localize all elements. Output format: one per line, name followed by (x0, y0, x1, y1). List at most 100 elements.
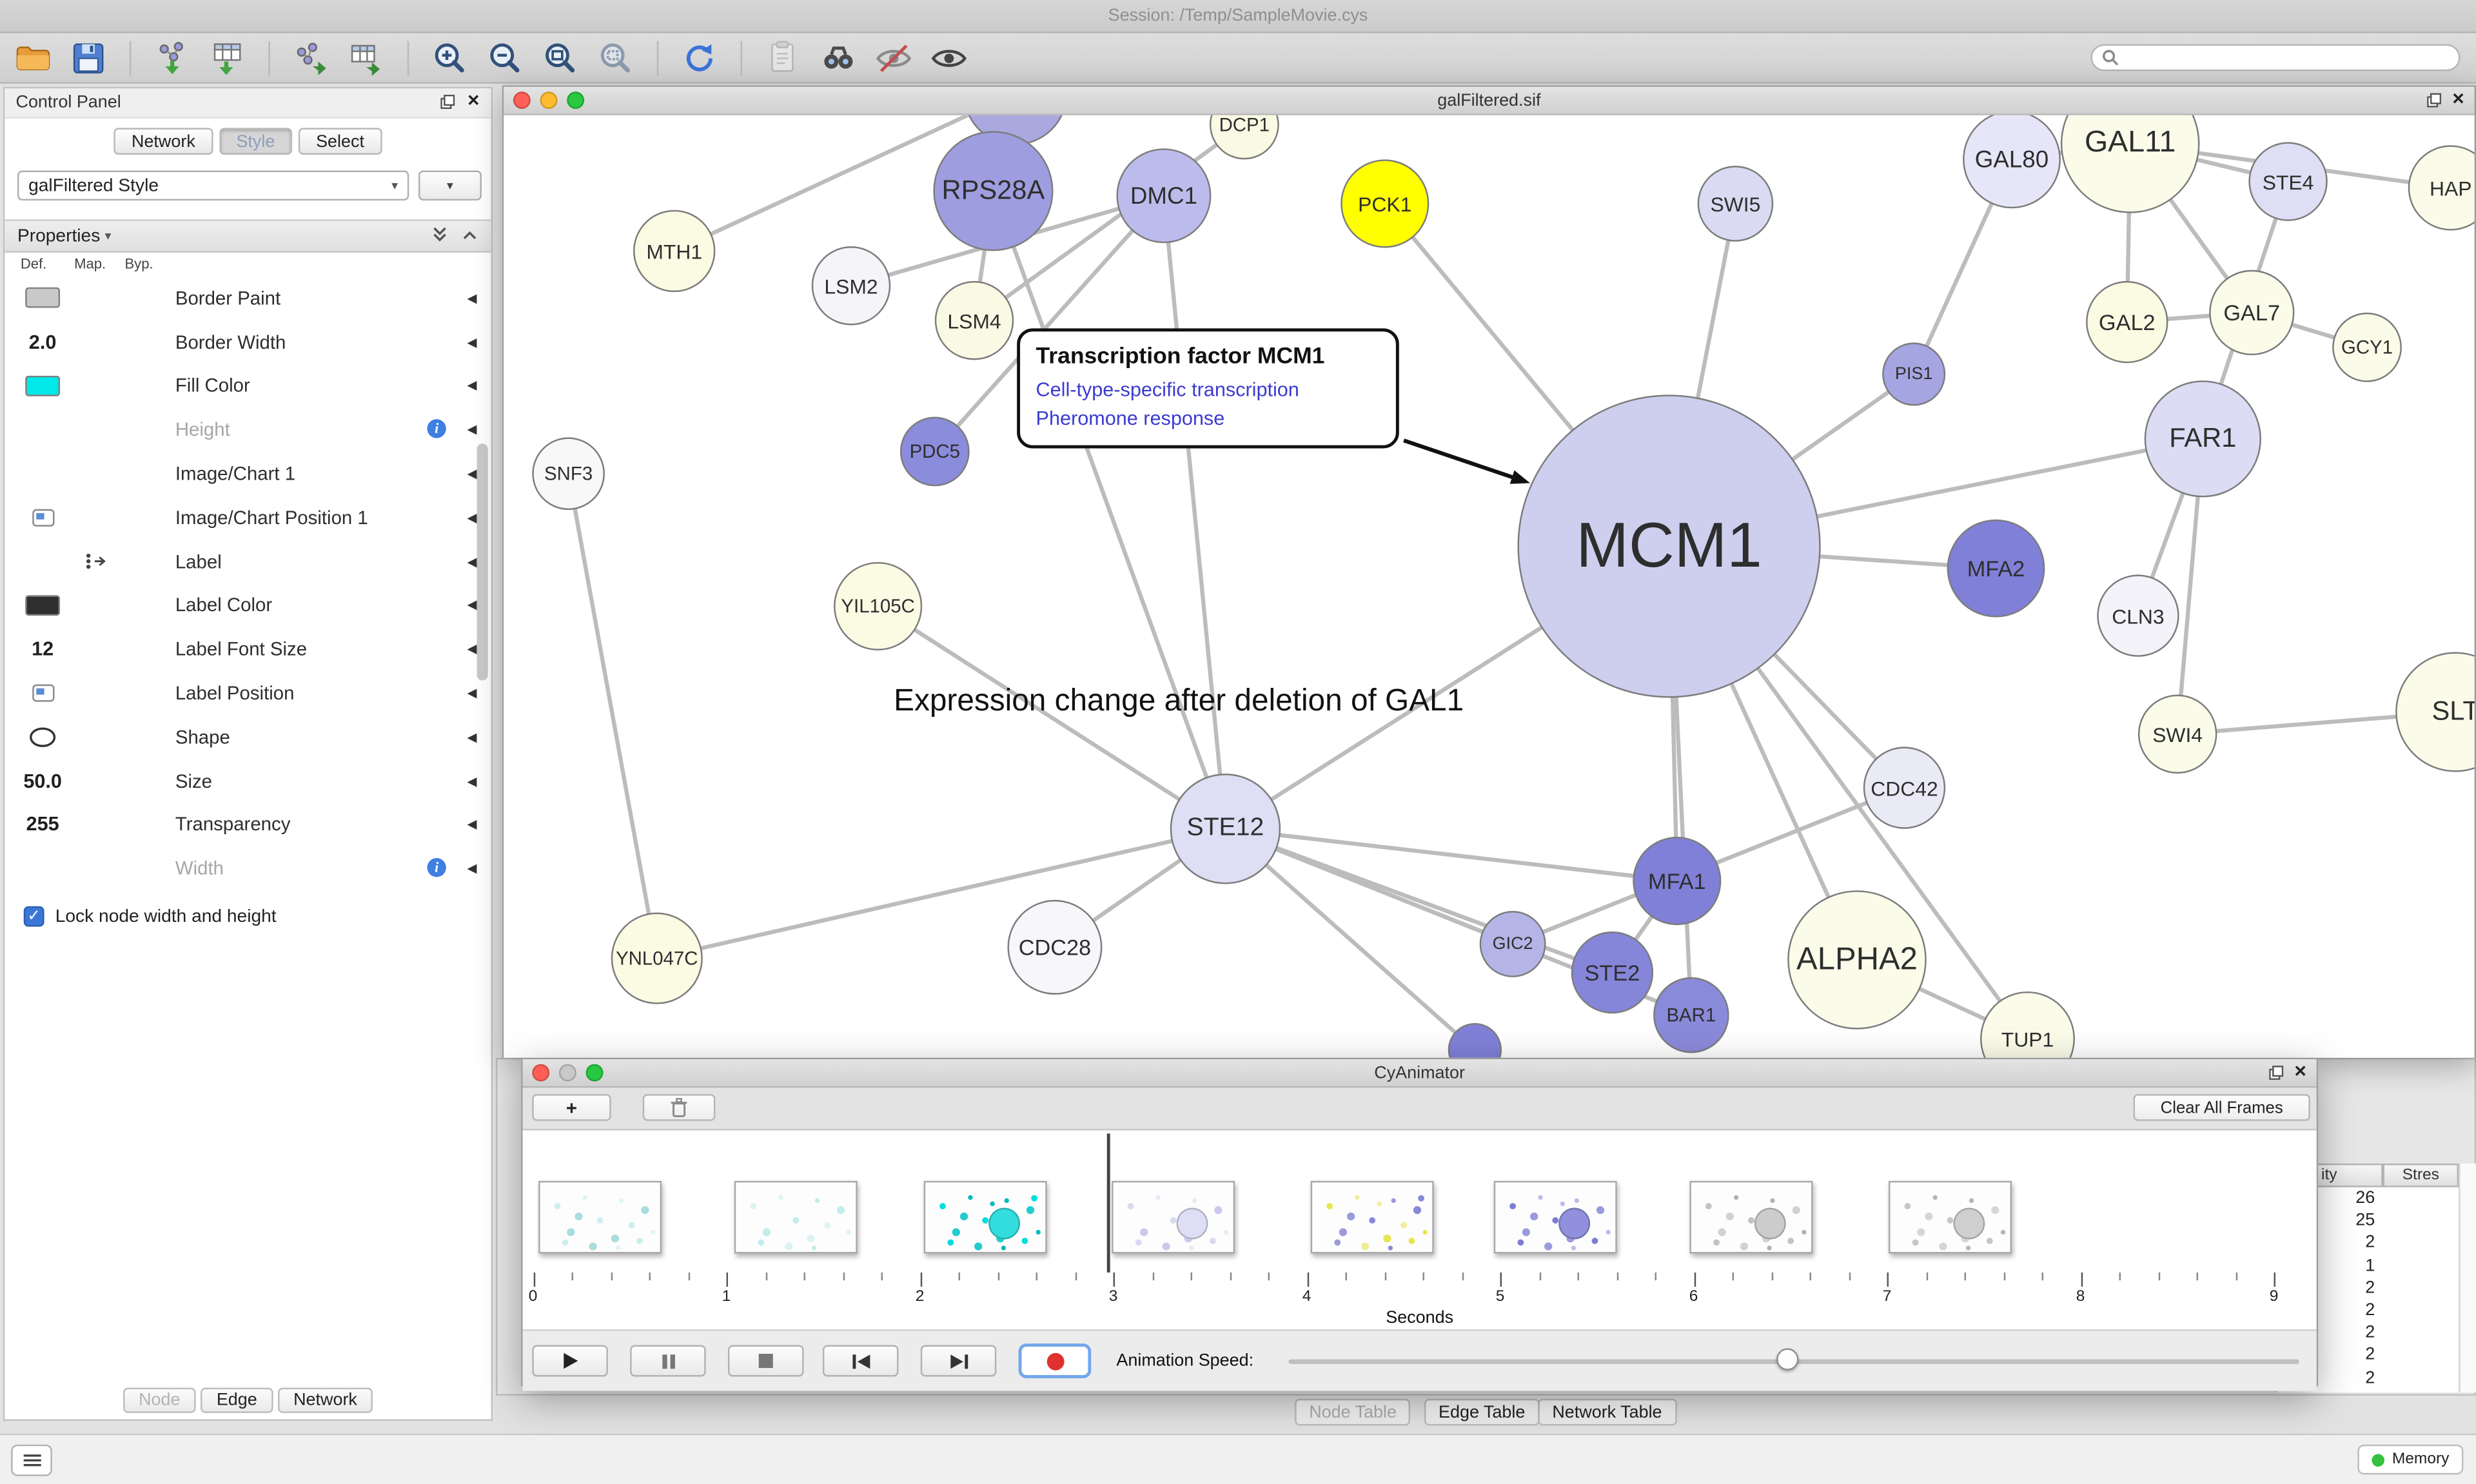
search-input[interactable] (2119, 46, 2459, 70)
mapping-cell[interactable] (71, 715, 121, 759)
table-row[interactable]: 2 (2365, 1233, 2375, 1253)
mapping-cell[interactable] (71, 671, 121, 715)
property-row-image-chart-position-1[interactable]: Image/Chart Position 1◀ (5, 496, 491, 540)
default-cell[interactable] (17, 847, 68, 891)
mapping-cell[interactable] (71, 759, 121, 803)
default-cell[interactable] (17, 364, 68, 408)
network-node-gic2[interactable]: GIC2 (1479, 911, 1546, 977)
network-node-gal2[interactable]: GAL2 (2086, 280, 2168, 364)
bypass-cell[interactable] (124, 320, 172, 364)
network-node-ste4[interactable]: STE4 (2248, 142, 2328, 221)
network-node-hap[interactable]: HAP (2408, 145, 2475, 231)
network-node-pck1[interactable]: PCK1 (1341, 159, 1430, 248)
property-row-image-chart-1[interactable]: Image/Chart 1◀ (5, 452, 491, 496)
network-node-pdc5[interactable]: PDC5 (899, 416, 970, 487)
network-node-dmc1[interactable]: DMC1 (1116, 148, 1212, 244)
play-button[interactable] (532, 1345, 608, 1377)
maximize-window-button[interactable] (567, 92, 585, 109)
network-node-gal80[interactable]: GAL80 (1963, 115, 2061, 209)
find-icon[interactable] (818, 37, 860, 79)
tab-select[interactable]: Select (299, 128, 382, 155)
default-cell[interactable] (17, 496, 68, 540)
network-node-slt[interactable]: SLT (2395, 652, 2475, 772)
network-edge-yil105c-ste12[interactable] (876, 604, 1227, 831)
first-frame-button[interactable] (822, 1345, 899, 1377)
import-network-icon[interactable] (152, 37, 193, 79)
bypass-cell[interactable] (124, 452, 172, 496)
bypass-cell[interactable] (124, 540, 172, 583)
cyanimator-titlebar[interactable]: CyAnimator ✕ (522, 1059, 2317, 1088)
expand-row-arrow[interactable]: ◀ (467, 554, 477, 569)
network-node-far1[interactable]: FAR1 (2144, 380, 2261, 498)
network-node-gal11[interactable]: GAL11 (2060, 115, 2200, 213)
expand-row-arrow[interactable]: ◀ (467, 466, 477, 481)
bypass-cell[interactable] (124, 627, 172, 671)
tab-network-table[interactable]: Network Table (1538, 1398, 1676, 1426)
mapping-cell[interactable] (71, 452, 121, 496)
network-edge-dcp1-lsm4[interactable] (973, 122, 1246, 322)
default-cell[interactable] (17, 671, 68, 715)
close-view-icon[interactable]: ✕ (2294, 1063, 2307, 1081)
frame-thumbnail-2[interactable] (734, 1180, 858, 1254)
mapping-cell[interactable] (71, 364, 121, 408)
network-node-alpha2[interactable]: ALPHA2 (1787, 890, 1927, 1030)
mapping-cell[interactable] (71, 408, 121, 452)
bypass-cell[interactable] (124, 803, 172, 846)
property-row-label[interactable]: Label◀ (5, 540, 491, 583)
expand-all-icon[interactable] (431, 225, 449, 247)
tab-network[interactable]: Network (114, 128, 213, 155)
expand-row-arrow[interactable]: ◀ (467, 774, 477, 788)
mapping-cell[interactable] (71, 540, 121, 583)
close-view-icon[interactable]: ✕ (2451, 90, 2465, 108)
network-window-titlebar[interactable]: galFiltered.sif ✕ (504, 86, 2475, 115)
minimize-window-button[interactable] (540, 92, 558, 109)
network-node-cdc28[interactable]: CDC28 (1007, 899, 1103, 995)
expand-row-arrow[interactable]: ◀ (467, 642, 477, 657)
table-row[interactable]: 2 (2365, 1323, 2375, 1342)
clear-all-frames-button[interactable]: Clear All Frames (2133, 1094, 2310, 1121)
color-swatch[interactable] (25, 288, 61, 309)
table-row[interactable]: 2 (2365, 1300, 2375, 1320)
zoom-fit-icon[interactable] (540, 37, 582, 79)
expand-row-arrow[interactable]: ◀ (467, 686, 477, 701)
tab-edge-table[interactable]: Edge Table (1424, 1398, 1540, 1426)
annotation-box[interactable]: Transcription factor MCM1 Cell-type-spec… (1017, 328, 1399, 449)
network-edge-snf3-ynl047c[interactable] (566, 473, 659, 959)
color-swatch[interactable] (25, 595, 61, 616)
delete-frame-button[interactable] (642, 1094, 716, 1121)
bypass-cell[interactable] (124, 583, 172, 627)
mapping-cell[interactable] (71, 583, 121, 627)
table-row[interactable]: 2 (2365, 1345, 2375, 1365)
bypass-cell[interactable] (124, 715, 172, 759)
tab-style[interactable]: Style (219, 128, 293, 155)
mapping-cell[interactable] (71, 277, 121, 320)
network-node-ste2[interactable]: STE2 (1571, 931, 1654, 1014)
expand-row-arrow[interactable]: ◀ (467, 730, 477, 745)
network-node-yil105c[interactable]: YIL105C (834, 561, 923, 650)
hide-graphics-details-icon[interactable] (873, 37, 914, 79)
mapping-cell[interactable] (71, 627, 121, 671)
frame-thumbnail-7[interactable] (1689, 1180, 1813, 1254)
style-selector[interactable]: galFiltered Style ▾ (17, 170, 409, 201)
expand-row-arrow[interactable]: ◀ (467, 422, 477, 437)
network-node-pis1[interactable]: PIS1 (1882, 342, 1946, 406)
copy-icon[interactable] (763, 37, 804, 79)
property-row-label-position[interactable]: Label Position◀ (5, 671, 491, 715)
collapse-all-icon[interactable] (461, 226, 478, 245)
network-node-bar1[interactable]: BAR1 (1653, 977, 1729, 1053)
network-node-mfa2[interactable]: MFA2 (1947, 519, 2045, 618)
mapping-cell[interactable] (71, 847, 121, 891)
control-panel-scrollbar[interactable] (477, 444, 488, 681)
network-node-cln3[interactable]: CLN3 (2097, 574, 2179, 657)
default-cell[interactable]: 12 (17, 627, 68, 671)
network-node-snf3[interactable]: SNF3 (532, 437, 605, 511)
table-scrollbar[interactable] (2459, 1163, 2476, 1392)
network-edge-dmc1-pdc5[interactable] (933, 194, 1166, 453)
expand-row-arrow[interactable]: ◀ (467, 335, 477, 349)
tab-node-table[interactable]: Node Table (1295, 1398, 1411, 1426)
network-edge-mth1-topcut[interactable] (673, 115, 1016, 253)
expand-row-arrow[interactable]: ◀ (467, 378, 477, 393)
panel-menu-button[interactable] (11, 1444, 52, 1476)
table-row[interactable]: 1 (2365, 1256, 2375, 1275)
